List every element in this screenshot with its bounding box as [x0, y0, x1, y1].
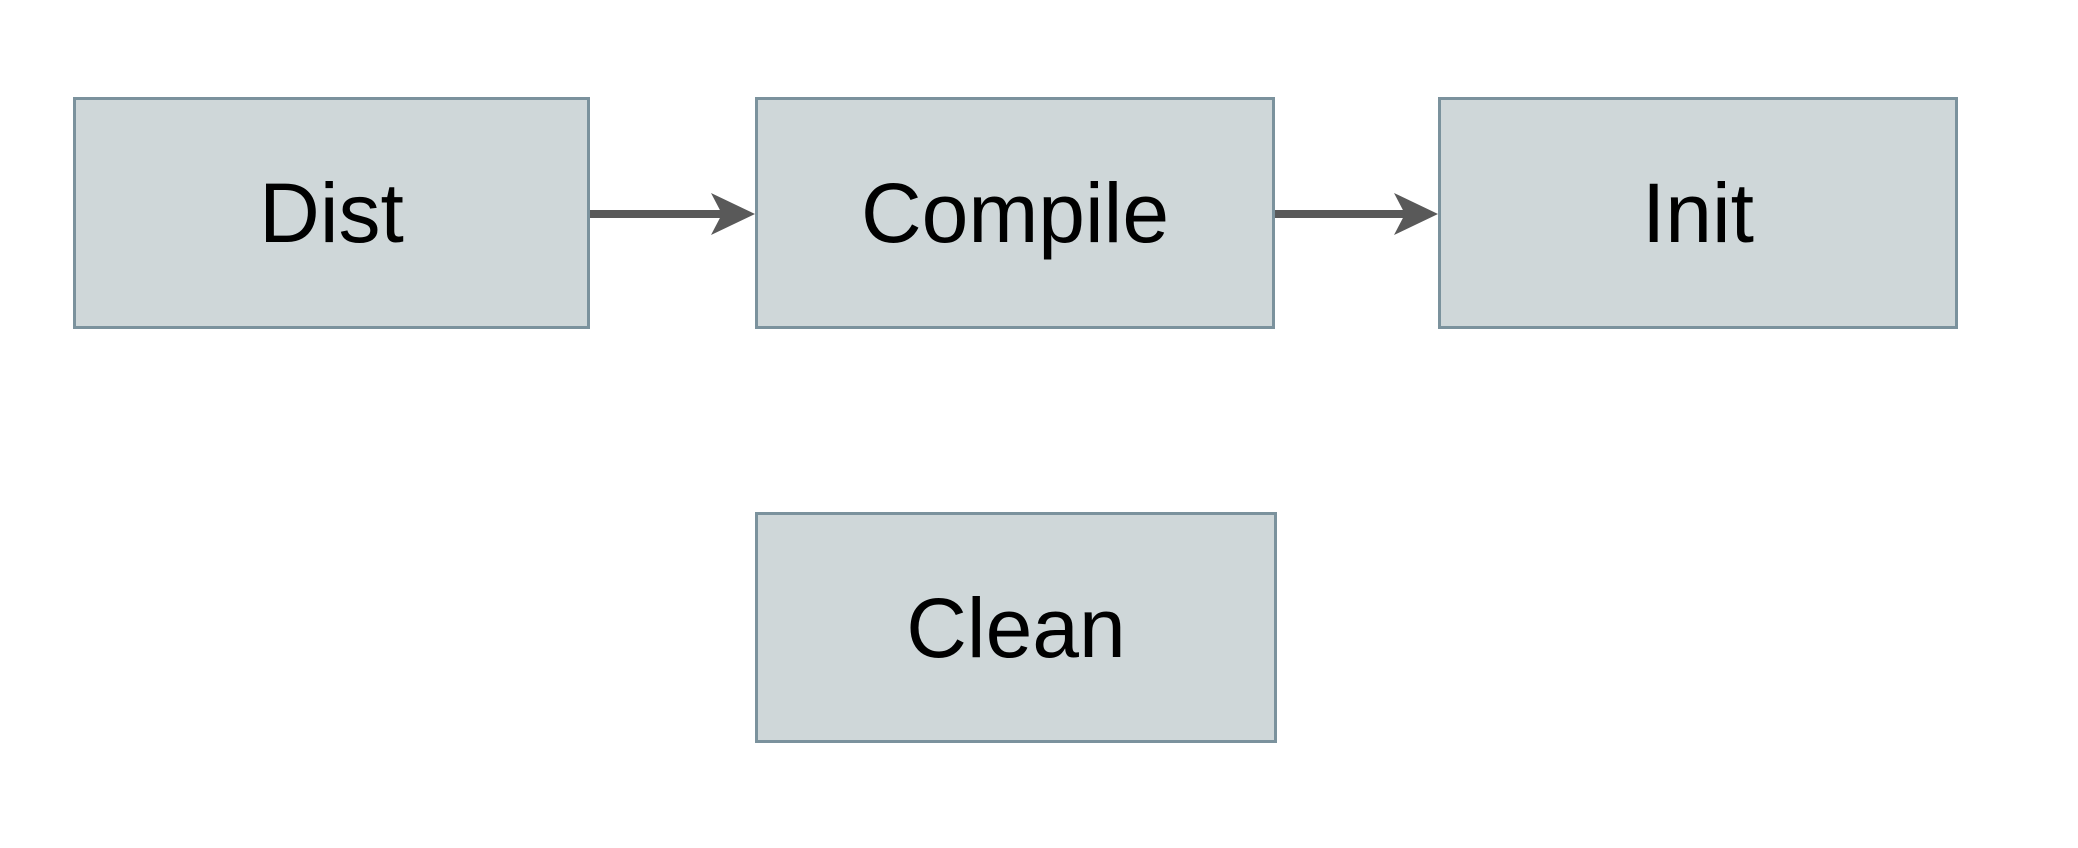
node-init[interactable]: Init [1438, 97, 1958, 329]
node-clean[interactable]: Clean [755, 512, 1277, 743]
arrow-dist-to-compile [590, 193, 755, 235]
node-dist-label: Dist [259, 166, 404, 260]
arrow-compile-to-init [1275, 193, 1438, 235]
node-compile[interactable]: Compile [755, 97, 1275, 329]
node-dist[interactable]: Dist [73, 97, 590, 329]
node-clean-label: Clean [906, 580, 1126, 675]
arrow-dist-to-compile-head-icon [711, 193, 755, 235]
node-compile-label: Compile [860, 166, 1170, 260]
node-init-label: Init [1641, 166, 1755, 260]
arrow-compile-to-init-head-icon [1394, 193, 1438, 235]
